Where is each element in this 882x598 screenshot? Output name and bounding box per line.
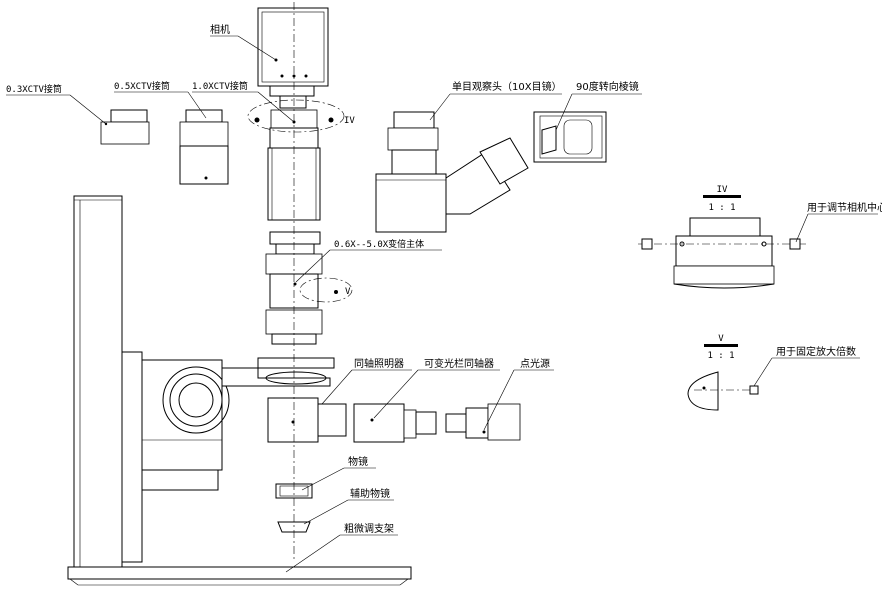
label-aux-objective: 辅助物镜 xyxy=(350,487,390,500)
detail-v-note: 用于固定放大倍数 xyxy=(776,345,856,358)
label-camera: 相机 xyxy=(210,23,230,36)
prism-90-drawing xyxy=(533,111,607,163)
point-source-drawing xyxy=(445,403,521,441)
label-iris-coaxial: 可变光栏同轴器 xyxy=(424,357,494,370)
label-adapter-0.3x: 0.3XCTV接筒 xyxy=(6,83,62,95)
detail-v-callout-ellipse xyxy=(299,277,353,303)
monocular-head-drawing xyxy=(375,111,529,233)
label-adapter-0.5x: 0.5XCTV接筒 xyxy=(114,80,170,92)
detail-v-title: V xyxy=(718,334,724,344)
detail-iv-note: 用于调节相机中心 xyxy=(807,201,882,214)
label-detail-iv-marker: IV xyxy=(344,116,355,126)
coaxial-illuminator-drawing xyxy=(267,397,347,443)
detail-iv-view xyxy=(638,195,878,289)
leader-lines xyxy=(6,35,642,573)
label-point-source: 点光源 xyxy=(520,357,550,370)
adapter-0.5x-drawing xyxy=(179,109,229,185)
label-detail-v-marker: V xyxy=(345,287,351,297)
detail-v-scale: 1 : 1 xyxy=(707,351,734,361)
label-adapter-1.0x: 1.0XCTV接筒 xyxy=(192,80,248,92)
label-prism-90: 90度转向棱镜 xyxy=(576,80,639,93)
detail-v-view xyxy=(687,344,860,411)
label-zoom-body: 0.6X--5.0X变倍主体 xyxy=(334,238,424,250)
label-monocular-head: 单目观察头（10X目镜） xyxy=(452,80,562,93)
detail-iv-scale: 1 : 1 xyxy=(708,203,735,213)
iris-coaxial-drawing xyxy=(353,403,437,443)
focus-stand-drawing xyxy=(67,195,412,586)
detail-iv-title: IV xyxy=(717,185,728,195)
detail-iv-callout-ellipse xyxy=(247,99,345,133)
label-objective: 物镜 xyxy=(348,455,368,468)
camera-drawing xyxy=(257,7,329,97)
adapter-0.3x-drawing xyxy=(100,109,150,145)
label-focus-stand: 粗微调支架 xyxy=(344,522,394,535)
label-coaxial-illuminator: 同轴照明器 xyxy=(354,357,404,370)
